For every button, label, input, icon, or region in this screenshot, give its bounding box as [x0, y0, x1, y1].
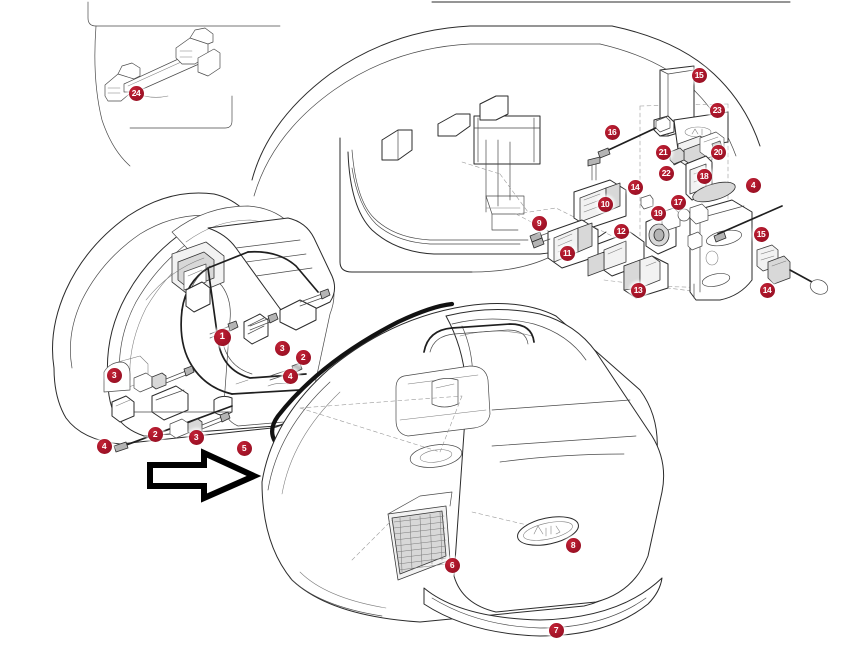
callout-badge-16[interactable]: 16 [604, 124, 620, 140]
callout-badge-10[interactable]: 10 [597, 196, 613, 212]
callout-badge-18[interactable]: 18 [696, 168, 712, 184]
callout-badge-21[interactable]: 21 [655, 144, 671, 160]
fastener-cluster-left [133, 365, 195, 393]
callout-badge-14[interactable]: 14 [759, 282, 775, 298]
callout-badge-4[interactable]: 4 [282, 368, 298, 384]
callout-badge-6[interactable]: 6 [444, 557, 460, 573]
callout-badge-2[interactable]: 2 [147, 426, 163, 442]
callout-badge-4[interactable]: 4 [745, 177, 761, 193]
motorcycle-rear-body [251, 1, 791, 273]
callout-badge-2[interactable]: 2 [295, 349, 311, 365]
callout-badge-8[interactable]: 8 [565, 537, 581, 553]
vent-mesh-texture [393, 511, 447, 573]
inset-bracket-part [104, 27, 221, 102]
callout-badge-7[interactable]: 7 [548, 622, 564, 638]
callout-badge-23[interactable]: 23 [709, 102, 725, 118]
callout-badge-15[interactable]: 15 [691, 67, 707, 83]
callout-badge-5[interactable]: 5 [236, 440, 252, 456]
callout-badge-3[interactable]: 3 [274, 340, 290, 356]
callout-badge-3[interactable]: 3 [106, 367, 122, 383]
callout-badge-11[interactable]: 11 [559, 245, 575, 261]
inset-detail-frame [87, 1, 281, 167]
callout-badge-17[interactable]: 17 [670, 194, 686, 210]
callout-badge-12[interactable]: 12 [613, 223, 629, 239]
callout-badge-9[interactable]: 9 [531, 215, 547, 231]
right-side-case-assembled [261, 301, 665, 637]
emphasis-arrow-shape [147, 448, 262, 503]
lock-hardware-cluster [461, 65, 829, 301]
callout-badge-15[interactable]: 15 [753, 226, 769, 242]
callout-badge-4[interactable]: 4 [96, 438, 112, 454]
callout-badge-14[interactable]: 14 [627, 179, 643, 195]
brand-emblem [517, 516, 579, 546]
callout-badge-22[interactable]: 22 [658, 165, 674, 181]
callout-badge-13[interactable]: 13 [630, 282, 646, 298]
callout-badge-20[interactable]: 20 [710, 144, 726, 160]
callout-badge-3[interactable]: 3 [188, 429, 204, 445]
callout-badge-24[interactable]: 24 [128, 85, 144, 101]
callout-badge-19[interactable]: 19 [650, 205, 666, 221]
fastener-cluster-rail-top [209, 312, 279, 339]
callout-badge-1[interactable]: 1 [213, 328, 231, 346]
